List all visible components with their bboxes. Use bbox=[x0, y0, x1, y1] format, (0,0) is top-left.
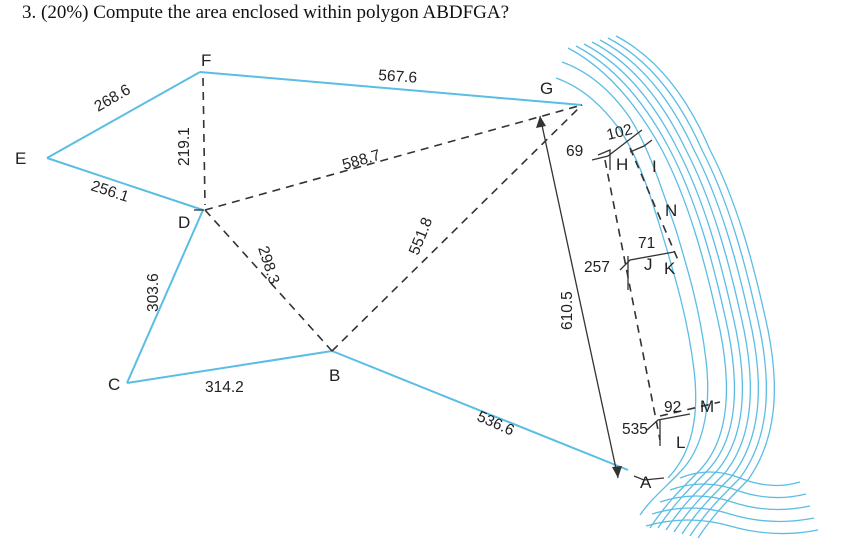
dim-dc: 303.6 bbox=[145, 273, 162, 312]
dim-ga: 610.5 bbox=[559, 291, 576, 330]
dim-gh: 69 bbox=[566, 143, 583, 160]
offset-ticks bbox=[194, 129, 691, 481]
dim-ed: 256.1 bbox=[89, 178, 131, 206]
dim-cb: 314.2 bbox=[205, 379, 244, 396]
line-d-g bbox=[204, 104, 583, 211]
dim-bg: 551.8 bbox=[406, 215, 436, 257]
point-d-label: D bbox=[178, 213, 190, 232]
edge-b-a bbox=[331, 350, 629, 471]
dim-dg: 588.7 bbox=[340, 147, 382, 174]
river-banks bbox=[555, 35, 819, 539]
edge-c-b bbox=[126, 350, 333, 384]
point-l-label: L bbox=[676, 433, 685, 452]
edge-f-g bbox=[199, 71, 583, 106]
dim-fd: 219.1 bbox=[176, 127, 193, 166]
dim-hj: 257 bbox=[584, 259, 610, 276]
point-h-label: H bbox=[616, 155, 628, 174]
point-a-label: A bbox=[640, 473, 652, 492]
line-f-d bbox=[202, 77, 206, 206]
point-b-label: B bbox=[329, 366, 340, 385]
dim-ba: 536.6 bbox=[474, 408, 516, 439]
dashed-lines bbox=[202, 77, 721, 441]
dim-fg: 567.6 bbox=[378, 67, 418, 87]
line-d-b bbox=[204, 209, 333, 352]
point-g-label: G bbox=[540, 79, 553, 98]
dim-jl: 535 bbox=[622, 421, 648, 438]
dim-db: 298.3 bbox=[254, 244, 282, 286]
point-f-label: F bbox=[201, 51, 211, 70]
edge-d-c bbox=[126, 209, 204, 384]
point-k-label: K bbox=[664, 259, 676, 278]
point-c-label: C bbox=[108, 375, 120, 394]
line-i-k bbox=[629, 147, 679, 261]
line-h-m bbox=[604, 159, 661, 441]
point-e-label: E bbox=[15, 149, 26, 168]
dim-hi: 102 bbox=[605, 121, 634, 144]
line-b-g bbox=[331, 104, 583, 352]
point-n-label: N bbox=[665, 201, 677, 220]
dim-lm: 92 bbox=[664, 399, 681, 416]
line-g-a bbox=[536, 115, 622, 479]
point-i-label: I bbox=[652, 157, 657, 176]
question-text: 3. (20%) Compute the area enclosed withi… bbox=[22, 2, 510, 23]
dim-jk: 71 bbox=[638, 235, 655, 252]
line-l-m-offset bbox=[659, 401, 721, 417]
edge-e-d bbox=[46, 157, 204, 211]
point-m-label: M bbox=[700, 397, 714, 416]
edge-e-f bbox=[46, 71, 201, 159]
point-j-label: J bbox=[644, 255, 653, 274]
boundary-lines bbox=[46, 71, 629, 471]
dim-ef: 268.6 bbox=[92, 81, 134, 115]
